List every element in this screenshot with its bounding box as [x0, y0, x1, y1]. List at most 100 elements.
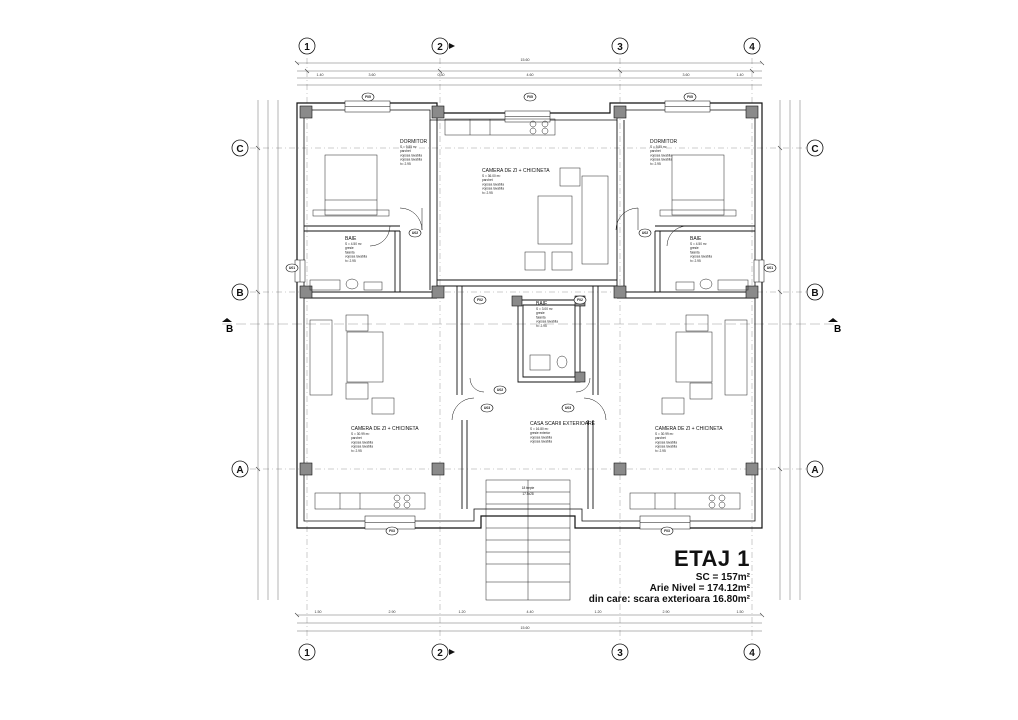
section-marker-left: B: [226, 324, 233, 335]
room-name-baie_c: BAIE: [536, 301, 548, 307]
tag-bubble-10: [285, 263, 299, 273]
room-detail-baie_r-3: vopsea lavabila: [690, 255, 712, 259]
room-detail-camera_r-4: h= 2.95: [655, 449, 666, 453]
room-name-baie_r: BAIE: [690, 236, 702, 242]
tag-bubble-1: [523, 92, 537, 102]
tag-bubble-9: [493, 385, 507, 395]
room-detail-camera_l-4: h= 2.95: [351, 449, 362, 453]
room-detail-baie_l-0: S = 4.50 m²: [345, 242, 362, 246]
stair-label: 18 trepte 17.5x28: [522, 486, 535, 496]
room-detail-dormitor_l-1: parchet: [400, 149, 411, 153]
dim-overall-top: 15.60: [521, 58, 530, 62]
axis-col-1-top: 1: [304, 42, 310, 53]
room-detail-dormitor_r-0: S = 9.85 m²: [650, 145, 667, 149]
room-detail-dormitor_r-4: h= 2.95: [650, 162, 661, 166]
axis-col-4-top: 4: [749, 42, 755, 53]
room-detail-baie_r-4: h= 2.95: [690, 259, 701, 263]
axis-row-a-left: A: [236, 465, 243, 476]
tag-label-8: U03: [565, 406, 571, 410]
room-detail-camera_r-0: S = 30.99 m²: [655, 432, 673, 436]
axis-row-b-left: B: [236, 288, 243, 299]
dim-bot-5: 1.20: [595, 610, 602, 614]
room-detail-scara-0: S = 16.80 m²: [530, 427, 548, 431]
room-detail-dormitor_l-4: h= 2.95: [400, 162, 411, 166]
room-detail-camera_r-2: vopsea lavabila: [655, 440, 677, 444]
tag-label-12: F02: [477, 298, 483, 302]
room-name-baie_l: BAIE: [345, 236, 357, 242]
room-name-scara: CASA SCARII EXTERIOARE: [530, 421, 596, 427]
dimension-texts: 15.60 15.60 1.40 3.60 0.30 4.60 3.60 1.4…: [315, 58, 744, 630]
section-marker-right: B: [834, 324, 841, 335]
dim-top-5: 3.60: [683, 73, 690, 77]
room-detail-camera_top-3: vopsea lavabila: [482, 187, 504, 191]
dim-bot-4: 4.40: [527, 610, 534, 614]
axis-col-4-bottom: 4: [749, 648, 755, 659]
room-detail-camera_r-3: vopsea lavabila: [655, 445, 677, 449]
interior-walls: [304, 113, 755, 509]
room-detail-camera_top-4: h= 2.95: [482, 191, 493, 195]
room-name-camera_top: CAMERA DE ZI + CHICINETA: [482, 168, 550, 174]
bath-fixtures: [309, 278, 749, 371]
room-detail-dormitor_r-3: vopsea lavabila: [650, 158, 672, 162]
dim-bot-1: 1.50: [315, 610, 322, 614]
tag-bubble-13: [573, 295, 587, 305]
dim-top-4: 4.60: [527, 73, 534, 77]
room-detail-dormitor_l-3: vopsea lavabila: [400, 158, 422, 162]
room-detail-baie_c-1: gresie: [536, 311, 545, 315]
exterior-stair: [485, 479, 571, 601]
axis-row-c-right: C: [811, 144, 818, 155]
room-detail-baie_l-1: gresie: [345, 246, 354, 250]
room-detail-camera_top-2: vopsea lavabila: [482, 182, 504, 186]
room-detail-baie_l-2: faianta: [345, 250, 355, 254]
room-detail-baie_r-2: faianta: [690, 250, 700, 254]
tag-label-10: U01: [289, 266, 295, 270]
room-detail-dormitor_l-2: vopsea lavabila: [400, 153, 422, 157]
room-name-dormitor_l: DORMITOR: [400, 139, 428, 145]
structural-columns: [299, 105, 759, 476]
room-name-camera_l: CAMERA DE ZI + CHICINETA: [351, 426, 419, 432]
room-detail-camera_r-1: parchet: [655, 436, 666, 440]
tag-bubble-6: [638, 228, 652, 238]
dim-top-1: 1.40: [317, 73, 324, 77]
doors: [369, 207, 688, 421]
tag-label-0: F05: [365, 95, 371, 99]
axis-col-3-bottom: 3: [617, 648, 623, 659]
room-detail-scara-1: gresie exterior: [530, 431, 551, 435]
windows: [294, 100, 765, 530]
stair-size: 17.5x28: [522, 492, 534, 496]
room-detail-camera_top-1: parchet: [482, 178, 493, 182]
summary-sc: SC = 157m²: [695, 572, 750, 583]
kitchen-counters: [314, 118, 741, 510]
tag-label-9: U02: [497, 388, 503, 392]
axis-bubbles: [231, 37, 824, 661]
room-detail-baie_c-4: h= 2.95: [536, 324, 547, 328]
room-detail-baie_r-0: S = 4.50 m²: [690, 242, 707, 246]
furniture-beds: [312, 154, 737, 217]
axis-col-3-top: 3: [617, 42, 623, 53]
room-detail-camera_l-2: vopsea lavabila: [351, 440, 373, 444]
room-detail-baie_c-2: faianta: [536, 315, 546, 319]
summary-din-care: din care: scara exterioara 16.80m²: [588, 594, 750, 605]
axis-col-2-top: 2: [437, 42, 443, 53]
tag-bubble-11: [763, 263, 777, 273]
dim-bot-6: 2.90: [663, 610, 670, 614]
dim-top-2: 3.60: [369, 73, 376, 77]
axis-col-1-bottom: 1: [304, 648, 310, 659]
axis-row-a-right: A: [811, 465, 818, 476]
room-detail-dormitor_r-2: vopsea lavabila: [650, 153, 672, 157]
room-detail-camera_top-0: S = 36.00 m²: [482, 174, 500, 178]
room-detail-baie_l-4: h= 2.95: [345, 259, 356, 263]
room-name-dormitor_r: DORMITOR: [650, 139, 678, 145]
room-detail-baie_c-0: S = 3.00 m²: [536, 307, 553, 311]
dim-bot-3: 1.20: [459, 610, 466, 614]
tag-bubble-0: [361, 92, 375, 102]
room-name-camera_r: CAMERA DE ZI + CHICINETA: [655, 426, 723, 432]
dim-overall-bottom: 15.60: [521, 626, 530, 630]
room-detail-baie_c-3: vopsea lavabila: [536, 320, 558, 324]
room-detail-camera_l-3: vopsea lavabila: [351, 445, 373, 449]
room-detail-scara-3: vopsea lavabila: [530, 440, 552, 444]
tag-label-5: U02: [412, 231, 418, 235]
